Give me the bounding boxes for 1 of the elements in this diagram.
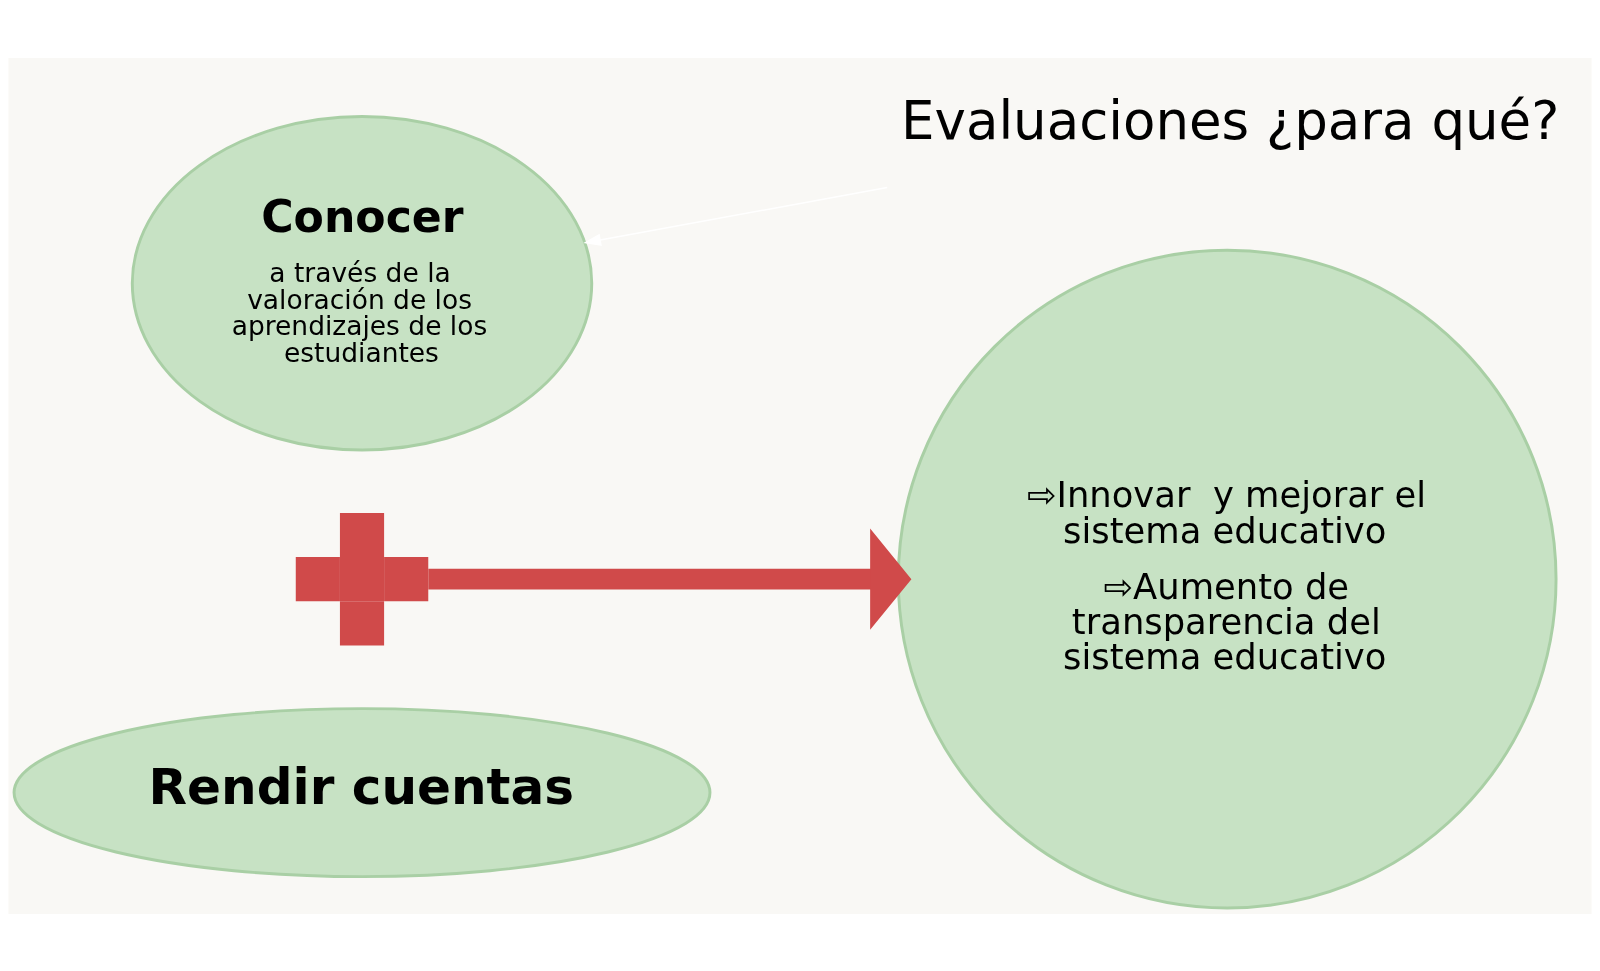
node-text: Evaluaciones ¿para qué? bbox=[901, 89, 1560, 151]
